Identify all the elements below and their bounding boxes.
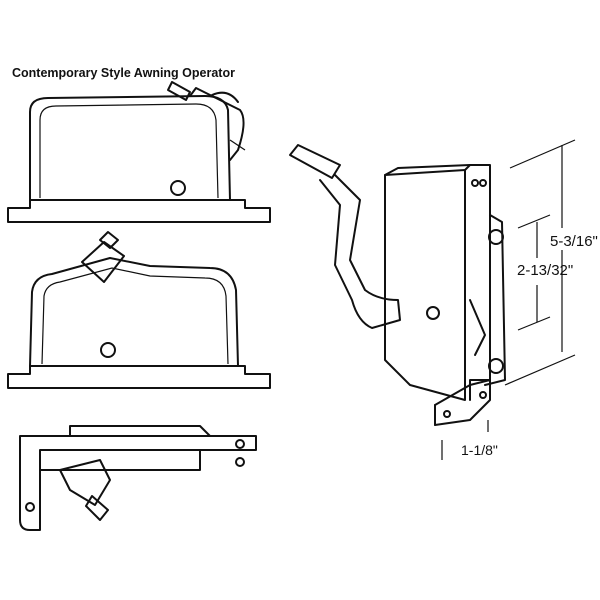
dimension-hole-spacing: 2-13/32" <box>517 262 574 279</box>
operator-view-top <box>7 81 271 223</box>
diagram-title: Contemporary Style Awning Operator <box>12 66 235 80</box>
operator-view-main <box>289 139 576 460</box>
operator-view-bottom <box>19 425 257 531</box>
operator-view-middle <box>7 231 271 389</box>
dimension-width: 1-1/8" <box>461 442 498 458</box>
dimension-height-overall: 5-3/16" <box>550 233 598 250</box>
